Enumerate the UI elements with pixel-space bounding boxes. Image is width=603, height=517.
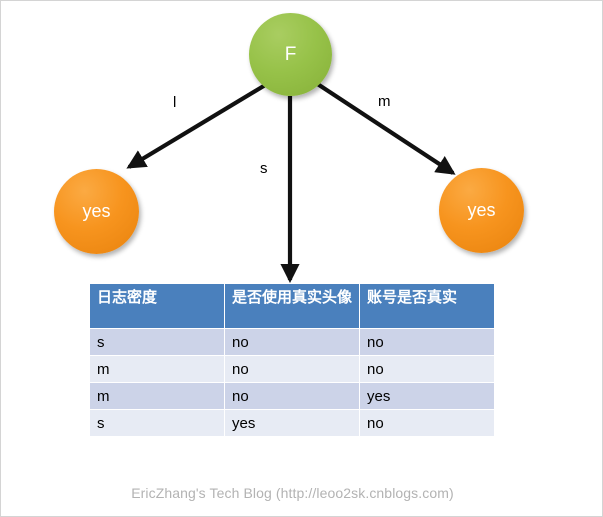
watermark-text: EricZhang's Tech Blog (http://leoo2sk.cn… (131, 485, 454, 501)
table-cell: no (225, 383, 359, 409)
table-row: s yes no (90, 410, 494, 436)
table-header-row: 日志密度 是否使用真实头像 账号是否真实 (90, 284, 494, 328)
table-column-header-1: 是否使用真实头像 (225, 284, 359, 328)
table-cell: no (360, 410, 494, 436)
edge-right (314, 81, 456, 175)
table-cell: s (90, 329, 224, 355)
tree-node-leaf-left[interactable]: yes (54, 169, 139, 254)
tree-node-leaf-right[interactable]: yes (439, 168, 524, 253)
edge-label-l: l (173, 94, 177, 111)
sample-table: 日志密度 是否使用真实头像 账号是否真实 s no no m no no m n… (89, 283, 495, 437)
table-cell: no (225, 356, 359, 382)
table-cell: no (360, 356, 494, 382)
tree-node-leaf-left-label: yes (82, 201, 111, 221)
edge-left (126, 82, 269, 169)
table-column-header-2: 账号是否真实 (360, 284, 494, 328)
table-cell: yes (360, 383, 494, 409)
table-row: m no no (90, 356, 494, 382)
table-row: s no no (90, 329, 494, 355)
table-cell: no (225, 329, 359, 355)
table-cell: m (90, 356, 224, 382)
tree-node-root-label: F (284, 43, 297, 65)
tree-node-leaf-right-label: yes (467, 200, 496, 220)
table-column-header-0: 日志密度 (90, 284, 224, 328)
table-row: m no yes (90, 383, 494, 409)
table-cell: no (360, 329, 494, 355)
table-cell: yes (225, 410, 359, 436)
edge-label-m: m (378, 93, 391, 110)
table-cell: s (90, 410, 224, 436)
tree-node-root[interactable]: F (249, 13, 332, 96)
table-cell: m (90, 383, 224, 409)
edge-label-s: s (260, 160, 268, 177)
